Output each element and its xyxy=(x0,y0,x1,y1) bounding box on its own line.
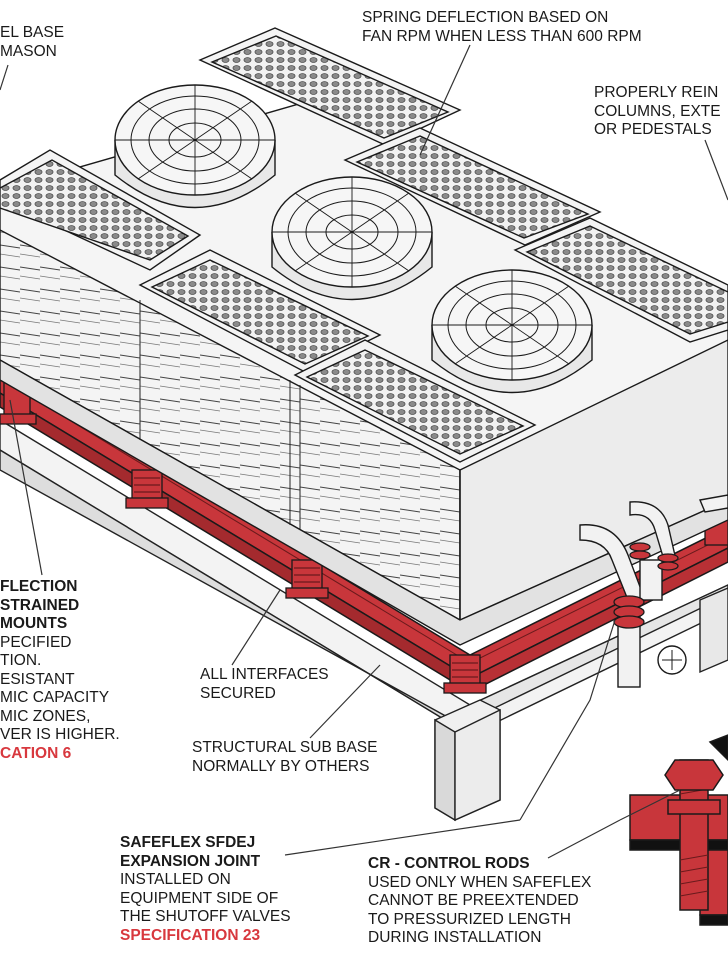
control-rod-detail xyxy=(629,734,728,926)
isolator-title-line: FLECTION xyxy=(0,578,78,595)
sub-base-line: NORMALLY BY OTHERS xyxy=(192,757,370,775)
sub-base-label: STRUCTURAL SUB BASE NORMALLY BY OTHERS xyxy=(192,739,377,776)
expansion-joint xyxy=(613,595,645,629)
interfaces-line: SECURED xyxy=(200,684,276,702)
spring-isolator xyxy=(125,469,169,509)
spring-deflection-label: SPRING DEFLECTION BASED ON FAN RPM WHEN … xyxy=(362,9,642,46)
spray-pan xyxy=(513,217,728,343)
isolator-label: FLECTION STRAINED MOUNTS PECIFIED TION. … xyxy=(0,578,120,763)
isolator-line: ESISTANT xyxy=(0,670,75,688)
control-rods-label: CR - CONTROL RODS USED ONLY WHEN SAFEFLE… xyxy=(368,855,591,948)
spring-deflection-line: SPRING DEFLECTION BASED ON xyxy=(362,9,609,26)
expansion-joint-spec-link: SPECIFICATION 23 xyxy=(120,926,261,944)
piping xyxy=(579,494,728,688)
spray-pan xyxy=(138,249,382,373)
expansion-joint-title: SAFEFLEX SFDEJ xyxy=(120,834,256,851)
reinforced-columns-line: PROPERLY REIN xyxy=(594,84,719,101)
isolator-line: TION. xyxy=(0,652,42,669)
expansion-joint-title: EXPANSION JOINT xyxy=(120,852,261,870)
fan-guard xyxy=(271,176,433,301)
expansion-joint-label: SAFEFLEX SFDEJ EXPANSION JOINT INSTALLED… xyxy=(120,834,291,945)
control-rods-line: TO PRESSURIZED LENGTH xyxy=(368,910,571,928)
spray-pan xyxy=(198,27,462,146)
expansion-joint xyxy=(629,542,679,571)
control-rods-title: CR - CONTROL RODS xyxy=(368,855,530,872)
sub-base-line: STRUCTURAL SUB BASE xyxy=(192,739,378,756)
spring-deflection-line: FAN RPM WHEN LESS THAN 600 RPM xyxy=(362,27,642,45)
expansion-joint-line: THE SHUTOFF VALVES xyxy=(120,908,291,925)
isolator-line: MIC CAPACITY xyxy=(0,689,110,706)
interfaces-label: ALL INTERFACES SECURED xyxy=(200,666,329,703)
reinforced-columns-label: PROPERLY REIN COLUMNS, EXTE OR PEDESTALS xyxy=(594,84,721,140)
control-rods-line: CANNOT BE PREEXTENDED xyxy=(368,892,579,909)
fan-guard xyxy=(114,84,276,209)
spring-isolator xyxy=(285,559,329,599)
concrete-pedestal xyxy=(434,699,501,822)
isolator-line: PECIFIED xyxy=(0,633,72,651)
isolator-title-line: STRAINED xyxy=(0,596,80,614)
fan-guard xyxy=(431,269,593,394)
control-rods-line: DURING INSTALLATION xyxy=(368,929,542,946)
concrete-pedestal xyxy=(699,587,728,674)
expansion-joint-line: EQUIPMENT SIDE OF xyxy=(120,889,279,907)
reinforced-columns-line: COLUMNS, EXTE xyxy=(594,102,721,120)
leader-lines xyxy=(0,44,728,859)
base-label-line: MASON xyxy=(0,42,57,60)
interfaces-line: ALL INTERFACES xyxy=(200,666,329,683)
isolator-spec-link: CATION 6 xyxy=(0,744,72,762)
spray-pan xyxy=(293,339,537,463)
base-label: EL BASE MASON xyxy=(0,24,64,61)
isolator-line: MIC ZONES, xyxy=(0,707,91,725)
isolator-title-line: MOUNTS xyxy=(0,615,68,632)
base-label-line: EL BASE xyxy=(0,24,65,41)
spring-isolator xyxy=(443,654,487,694)
reinforced-columns-line: OR PEDESTALS xyxy=(594,121,712,138)
expansion-joint-line: INSTALLED ON xyxy=(120,871,231,888)
louver-seams xyxy=(139,300,301,530)
spray-pan xyxy=(343,127,602,246)
control-rods-line: USED ONLY WHEN SAFEFLEX xyxy=(368,873,592,891)
spray-pan xyxy=(0,149,202,271)
isolator-line: VER IS HIGHER. xyxy=(0,726,120,743)
